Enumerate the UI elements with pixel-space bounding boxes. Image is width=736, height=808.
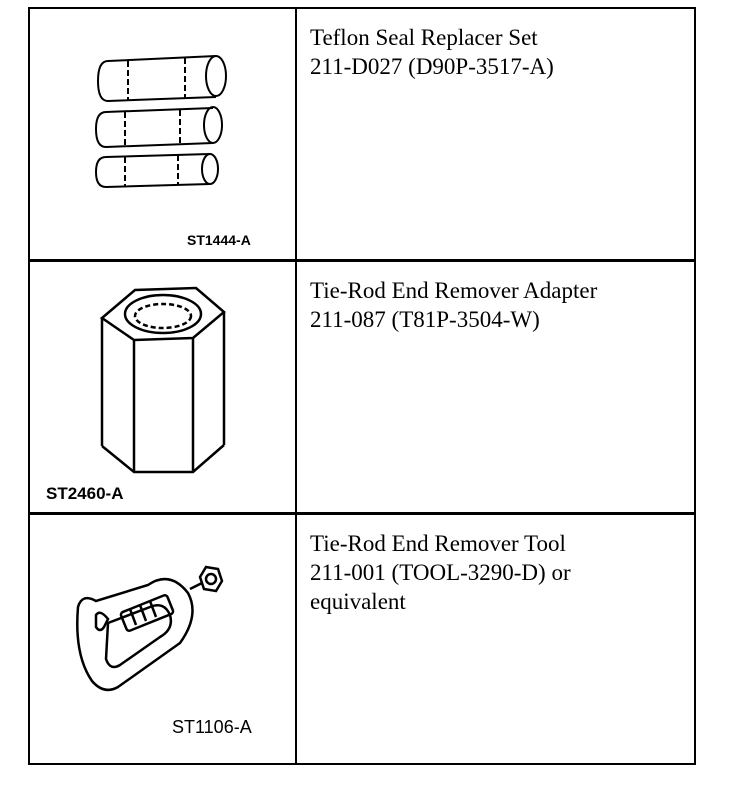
illustration-cell: ST2460-A <box>30 262 297 512</box>
tie-rod-end-remover-adapter-illustration <box>99 286 226 474</box>
tie-rod-end-remover-tool-illustration <box>76 565 224 692</box>
tool-row-tie-rod-end-remover-adapter: ST2460-A Tie-Rod End Remover Adapter 211… <box>30 262 694 515</box>
tool-name: Tie-Rod End Remover Tool <box>310 531 566 556</box>
tool-name: Tie-Rod End Remover Adapter <box>310 278 598 303</box>
tool-row-tie-rod-end-remover-tool: ST1106-A Tie-Rod End Remover Tool 211-00… <box>30 515 694 763</box>
description-cell: Tie-Rod End Remover Tool 211-001 (TOOL-3… <box>297 515 694 763</box>
figure-id: ST1444-A <box>187 232 251 248</box>
figure-id: ST1106-A <box>172 717 252 737</box>
illustration-cell: ST1444-A <box>30 9 297 259</box>
tool-name: Teflon Seal Replacer Set <box>310 25 538 50</box>
teflon-seal-replacer-set-illustration <box>94 55 227 189</box>
tool-number: 211-001 (TOOL-3290-D) or <box>310 560 571 585</box>
tool-row-teflon-seal-replacer: ST1444-A Teflon Seal Replacer Set 211-D0… <box>30 9 694 262</box>
illustration-cell: ST1106-A <box>30 515 297 763</box>
description-cell: Tie-Rod End Remover Adapter 211-087 (T81… <box>297 262 694 512</box>
tool-number: 211-D027 (D90P-3517-A) <box>310 54 554 79</box>
figure-id: ST2460-A <box>46 484 124 503</box>
description-cell: Teflon Seal Replacer Set 211-D027 (D90P-… <box>297 9 694 259</box>
tool-number: 211-087 (T81P-3504-W) <box>310 307 540 332</box>
special-tools-table: ST1444-A Teflon Seal Replacer Set 211-D0… <box>28 7 696 765</box>
tool-number-note: equivalent <box>310 589 406 614</box>
